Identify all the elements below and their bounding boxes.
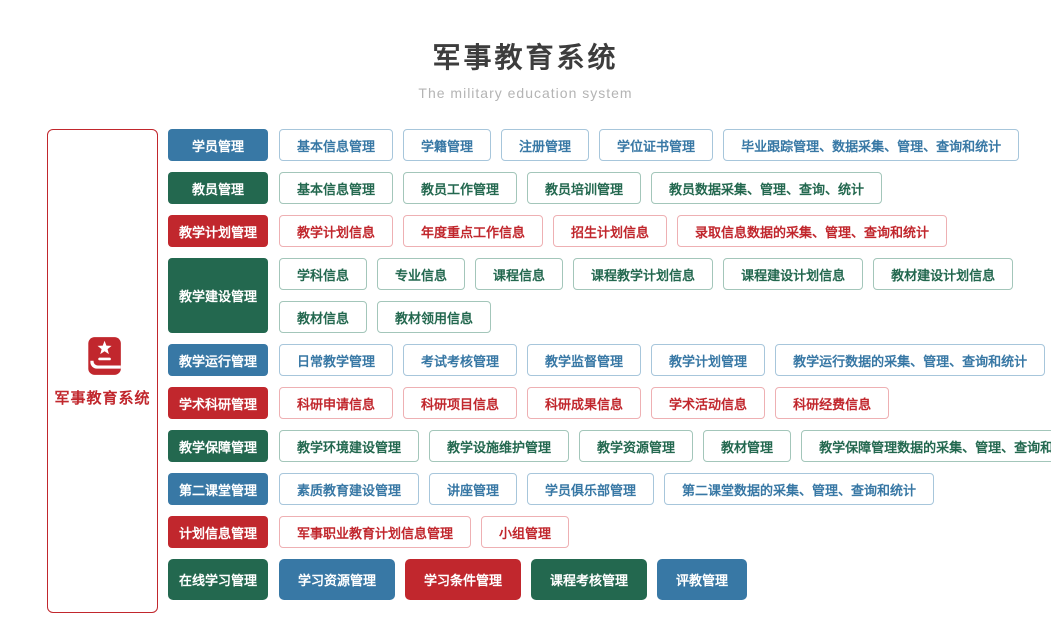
category-teaching-construction-management[interactable]: 教学建设管理: [168, 258, 268, 333]
row-plan-info-management: 计划信息管理 军事职业教育计划信息管理 小组管理: [168, 516, 1051, 548]
category-second-classroom-management[interactable]: 第二课堂管理: [168, 473, 268, 505]
category-student-management[interactable]: 学员管理: [168, 129, 268, 161]
module-button[interactable]: 教学运行数据的采集、管理、查询和统计: [775, 344, 1046, 376]
module-list: 日常教学管理 考试考核管理 教学监督管理 教学计划管理 教学运行数据的采集、管理…: [279, 344, 1046, 376]
system-root-panel: 军事教育系统: [47, 129, 158, 613]
module-button[interactable]: 教材领用信息: [377, 301, 492, 333]
module-button[interactable]: 教学环境建设管理: [279, 430, 420, 462]
module-button[interactable]: 科研经费信息: [775, 387, 890, 419]
page-subtitle: The military education system: [418, 85, 633, 101]
row-online-learning-management: 在线学习管理 学习资源管理 学习条件管理 课程考核管理 评教管理: [168, 559, 1051, 600]
module-button[interactable]: 科研成果信息: [527, 387, 642, 419]
module-list: 教学环境建设管理 教学设施维护管理 教学资源管理 教材管理 教学保障管理数据的采…: [279, 430, 1051, 462]
category-rows: 学员管理 基本信息管理 学籍管理 注册管理 学位证书管理 毕业跟踪管理、数据采集…: [168, 129, 1051, 613]
module-list: 教学计划信息 年度重点工作信息 招生计划信息 录取信息数据的采集、管理、查询和统…: [279, 215, 948, 247]
row-teaching-operation-management: 教学运行管理 日常教学管理 考试考核管理 教学监督管理 教学计划管理 教学运行数…: [168, 344, 1051, 376]
module-button[interactable]: 课程信息: [475, 258, 564, 290]
module-list: 基本信息管理 学籍管理 注册管理 学位证书管理 毕业跟踪管理、数据采集、管理、查…: [279, 129, 1020, 161]
module-button[interactable]: 素质教育建设管理: [279, 473, 420, 505]
module-button[interactable]: 课程建设计划信息: [723, 258, 864, 290]
module-button[interactable]: 教材建设计划信息: [873, 258, 1014, 290]
module-button[interactable]: 教学监督管理: [527, 344, 642, 376]
module-button[interactable]: 教材信息: [279, 301, 368, 333]
module-list: 学习资源管理 学习条件管理 课程考核管理 评教管理: [279, 559, 748, 600]
module-button[interactable]: 教学设施维护管理: [429, 430, 570, 462]
page-title: 军事教育系统: [432, 42, 619, 73]
module-button[interactable]: 基本信息管理: [279, 129, 394, 161]
module-button[interactable]: 年度重点工作信息: [403, 215, 544, 247]
module-button[interactable]: 课程考核管理: [531, 559, 648, 600]
module-button[interactable]: 毕业跟踪管理、数据采集、管理、查询和统计: [723, 129, 1020, 161]
module-button[interactable]: 学位证书管理: [599, 129, 714, 161]
system-root-label: 军事教育系统: [54, 389, 151, 407]
category-teaching-plan-management[interactable]: 教学计划管理: [168, 215, 268, 247]
module-button[interactable]: 小组管理: [481, 516, 570, 548]
module-button[interactable]: 课程教学计划信息: [573, 258, 714, 290]
module-button[interactable]: 日常教学管理: [279, 344, 394, 376]
module-button[interactable]: 学术活动信息: [651, 387, 766, 419]
module-button[interactable]: 录取信息数据的采集、管理、查询和统计: [677, 215, 948, 247]
module-button[interactable]: 科研申请信息: [279, 387, 394, 419]
module-button[interactable]: 教学保障管理数据的采集、管理、查询和统计: [801, 430, 1051, 462]
module-list: 教材信息 教材领用信息: [279, 301, 1013, 333]
category-faculty-management[interactable]: 教员管理: [168, 172, 268, 204]
module-button[interactable]: 招生计划信息: [553, 215, 668, 247]
category-academic-research-management[interactable]: 学术科研管理: [168, 387, 268, 419]
module-button[interactable]: 学员俱乐部管理: [527, 473, 655, 505]
module-button[interactable]: 学籍管理: [403, 129, 492, 161]
module-button[interactable]: 军事职业教育计划信息管理: [279, 516, 472, 548]
category-plan-info-management[interactable]: 计划信息管理: [168, 516, 268, 548]
book-star-icon: [87, 336, 121, 375]
module-button[interactable]: 基本信息管理: [279, 172, 394, 204]
module-list: 基本信息管理 教员工作管理 教员培训管理 教员数据采集、管理、查询、统计: [279, 172, 883, 204]
module-button[interactable]: 教学计划管理: [651, 344, 766, 376]
system-diagram: 军事教育系统 学员管理 基本信息管理 学籍管理 注册管理 学位证书管理 毕业跟踪…: [47, 129, 1051, 613]
module-button[interactable]: 考试考核管理: [403, 344, 518, 376]
module-button[interactable]: 第二课堂数据的采集、管理、查询和统计: [664, 473, 935, 505]
module-button[interactable]: 科研项目信息: [403, 387, 518, 419]
row-teaching-plan-management: 教学计划管理 教学计划信息 年度重点工作信息 招生计划信息 录取信息数据的采集、…: [168, 215, 1051, 247]
module-button[interactable]: 专业信息: [377, 258, 466, 290]
row-student-management: 学员管理 基本信息管理 学籍管理 注册管理 学位证书管理 毕业跟踪管理、数据采集…: [168, 129, 1051, 161]
module-button[interactable]: 教学计划信息: [279, 215, 394, 247]
module-button[interactable]: 教材管理: [703, 430, 792, 462]
category-teaching-operation-management[interactable]: 教学运行管理: [168, 344, 268, 376]
row-teaching-support-management: 教学保障管理 教学环境建设管理 教学设施维护管理 教学资源管理 教材管理 教学保…: [168, 430, 1051, 462]
module-button[interactable]: 教员培训管理: [527, 172, 642, 204]
module-list: 素质教育建设管理 讲座管理 学员俱乐部管理 第二课堂数据的采集、管理、查询和统计: [279, 473, 935, 505]
module-button[interactable]: 讲座管理: [429, 473, 518, 505]
category-online-learning-management[interactable]: 在线学习管理: [168, 559, 268, 600]
module-lines: 学科信息 专业信息 课程信息 课程教学计划信息 课程建设计划信息 教材建设计划信…: [279, 258, 1014, 333]
module-list: 科研申请信息 科研项目信息 科研成果信息 学术活动信息 科研经费信息: [279, 387, 890, 419]
module-button[interactable]: 教员数据采集、管理、查询、统计: [651, 172, 883, 204]
module-button[interactable]: 学科信息: [279, 258, 368, 290]
module-button[interactable]: 学习资源管理: [279, 559, 396, 600]
row-academic-research-management: 学术科研管理 科研申请信息 科研项目信息 科研成果信息 学术活动信息 科研经费信…: [168, 387, 1051, 419]
row-faculty-management: 教员管理 基本信息管理 教员工作管理 教员培训管理 教员数据采集、管理、查询、统…: [168, 172, 1051, 204]
module-list: 军事职业教育计划信息管理 小组管理: [279, 516, 570, 548]
module-button[interactable]: 教学资源管理: [579, 430, 694, 462]
module-button[interactable]: 教员工作管理: [403, 172, 518, 204]
module-button[interactable]: 评教管理: [657, 559, 748, 600]
page-header: 军事教育系统 The military education system: [0, 0, 1051, 101]
module-button[interactable]: 注册管理: [501, 129, 590, 161]
row-second-classroom-management: 第二课堂管理 素质教育建设管理 讲座管理 学员俱乐部管理 第二课堂数据的采集、管…: [168, 473, 1051, 505]
row-teaching-construction-management: 教学建设管理 学科信息 专业信息 课程信息 课程教学计划信息 课程建设计划信息 …: [168, 258, 1051, 333]
category-teaching-support-management[interactable]: 教学保障管理: [168, 430, 268, 462]
module-button[interactable]: 学习条件管理: [405, 559, 522, 600]
module-list: 学科信息 专业信息 课程信息 课程教学计划信息 课程建设计划信息 教材建设计划信…: [279, 258, 1014, 290]
